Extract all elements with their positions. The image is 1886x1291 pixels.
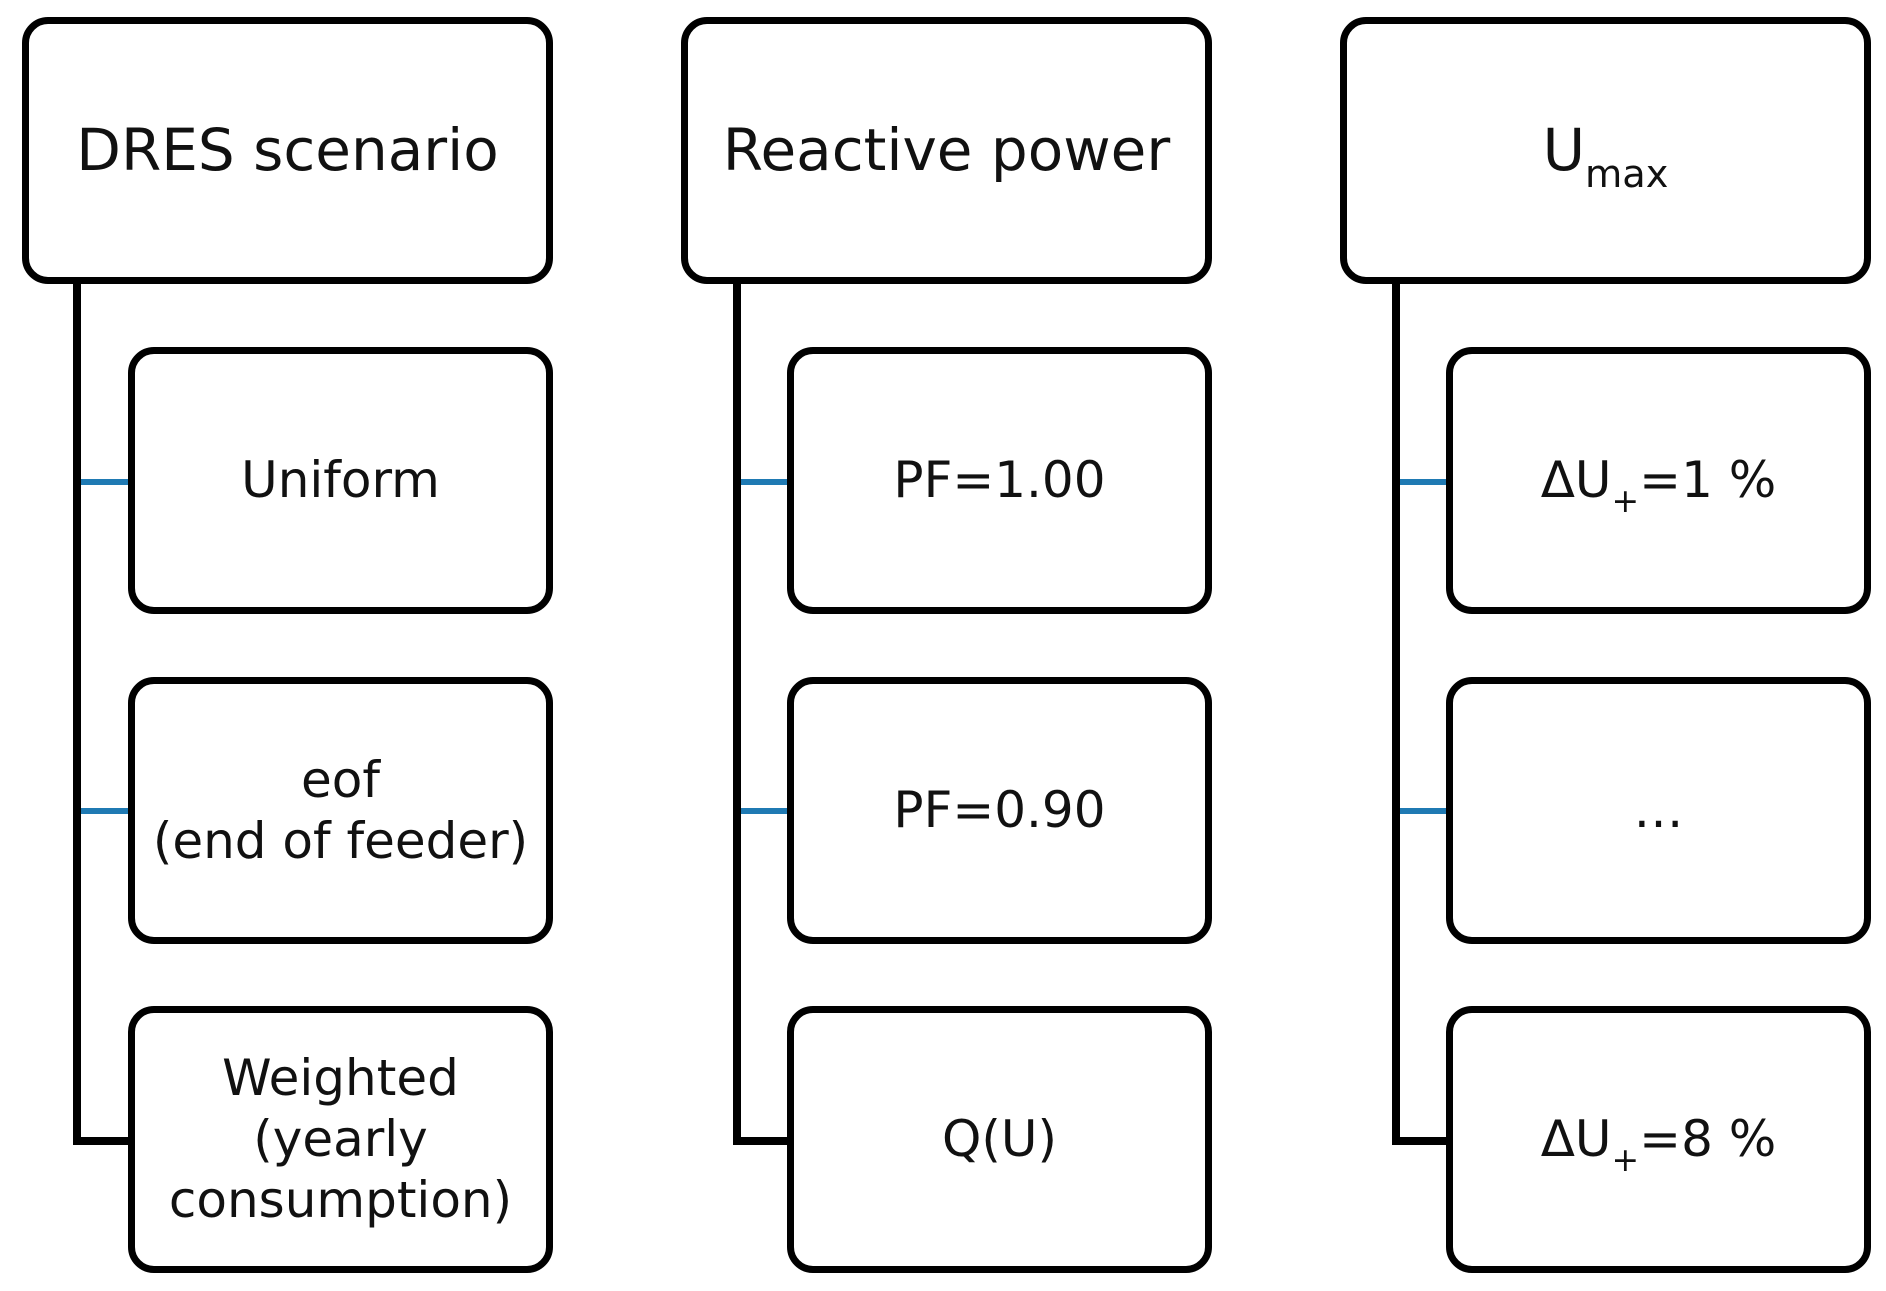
weighted-label: Weighted: [222, 1049, 459, 1107]
uniform-label: Uniform: [241, 451, 440, 509]
pf-0-9-option-box: PF=0.90: [787, 677, 1212, 944]
umax-title-subscript: max: [1585, 152, 1669, 198]
delta-u-8-subscript: +: [1611, 1139, 1640, 1179]
dres-scenario-trunk-line: [73, 284, 81, 1145]
delta-u-8-label: ΔU+=8 %: [1540, 1109, 1777, 1176]
weighted-option-box: Weighted (yearly consumption): [128, 1006, 553, 1273]
eof-description: (end of feeder): [152, 811, 529, 870]
ellipsis-option-box: …: [1446, 677, 1871, 944]
umax-header: Umax: [1340, 17, 1871, 284]
delta-u-8-symbol: ΔU: [1540, 1110, 1612, 1168]
delta-u-1-subscript: +: [1611, 480, 1640, 520]
umax-connector-1: [1400, 479, 1450, 485]
delta-u-1-value: =1 %: [1639, 451, 1777, 509]
dres-scenario-connector-2: [81, 808, 131, 814]
uniform-option-box: Uniform: [128, 347, 553, 614]
dres-scenario-header: DRES scenario: [22, 17, 553, 284]
umax-trunk-line: [1392, 284, 1400, 1145]
dres-scenario-title: DRES scenario: [76, 116, 499, 185]
reactive-power-connector-2: [741, 808, 791, 814]
eof-option-box: eof (end of feeder): [128, 677, 553, 944]
delta-u-8-option-box: ΔU+=8 %: [1446, 1006, 1871, 1273]
ellipsis-label: …: [1633, 781, 1684, 839]
q-u-option-box: Q(U): [787, 1006, 1212, 1273]
umax-title-main: U: [1542, 116, 1586, 185]
delta-u-1-symbol: ΔU: [1540, 451, 1612, 509]
reactive-power-bottom-connector: [733, 1137, 791, 1145]
delta-u-1-label: ΔU+=1 %: [1540, 450, 1777, 517]
dres-scenario-connector-1: [81, 479, 131, 485]
pf-0-9-label: PF=0.90: [893, 781, 1106, 839]
pf-1-option-box: PF=1.00: [787, 347, 1212, 614]
reactive-power-header: Reactive power: [681, 17, 1212, 284]
weighted-description-line-2: consumption): [168, 1171, 513, 1229]
q-u-label: Q(U): [942, 1110, 1057, 1168]
reactive-power-trunk-line: [733, 284, 741, 1145]
delta-u-8-value: =8 %: [1639, 1110, 1777, 1168]
weighted-description-line-1: (yearly: [253, 1110, 428, 1168]
reactive-power-connector-1: [741, 479, 791, 485]
dres-scenario-bottom-connector: [73, 1137, 131, 1145]
umax-connector-2: [1400, 808, 1450, 814]
eof-label: eof: [301, 750, 380, 809]
delta-u-1-option-box: ΔU+=1 %: [1446, 347, 1871, 614]
umax-title: Umax: [1542, 115, 1669, 194]
umax-bottom-connector: [1392, 1137, 1450, 1145]
pf-1-label: PF=1.00: [893, 451, 1106, 509]
reactive-power-title: Reactive power: [722, 116, 1171, 185]
